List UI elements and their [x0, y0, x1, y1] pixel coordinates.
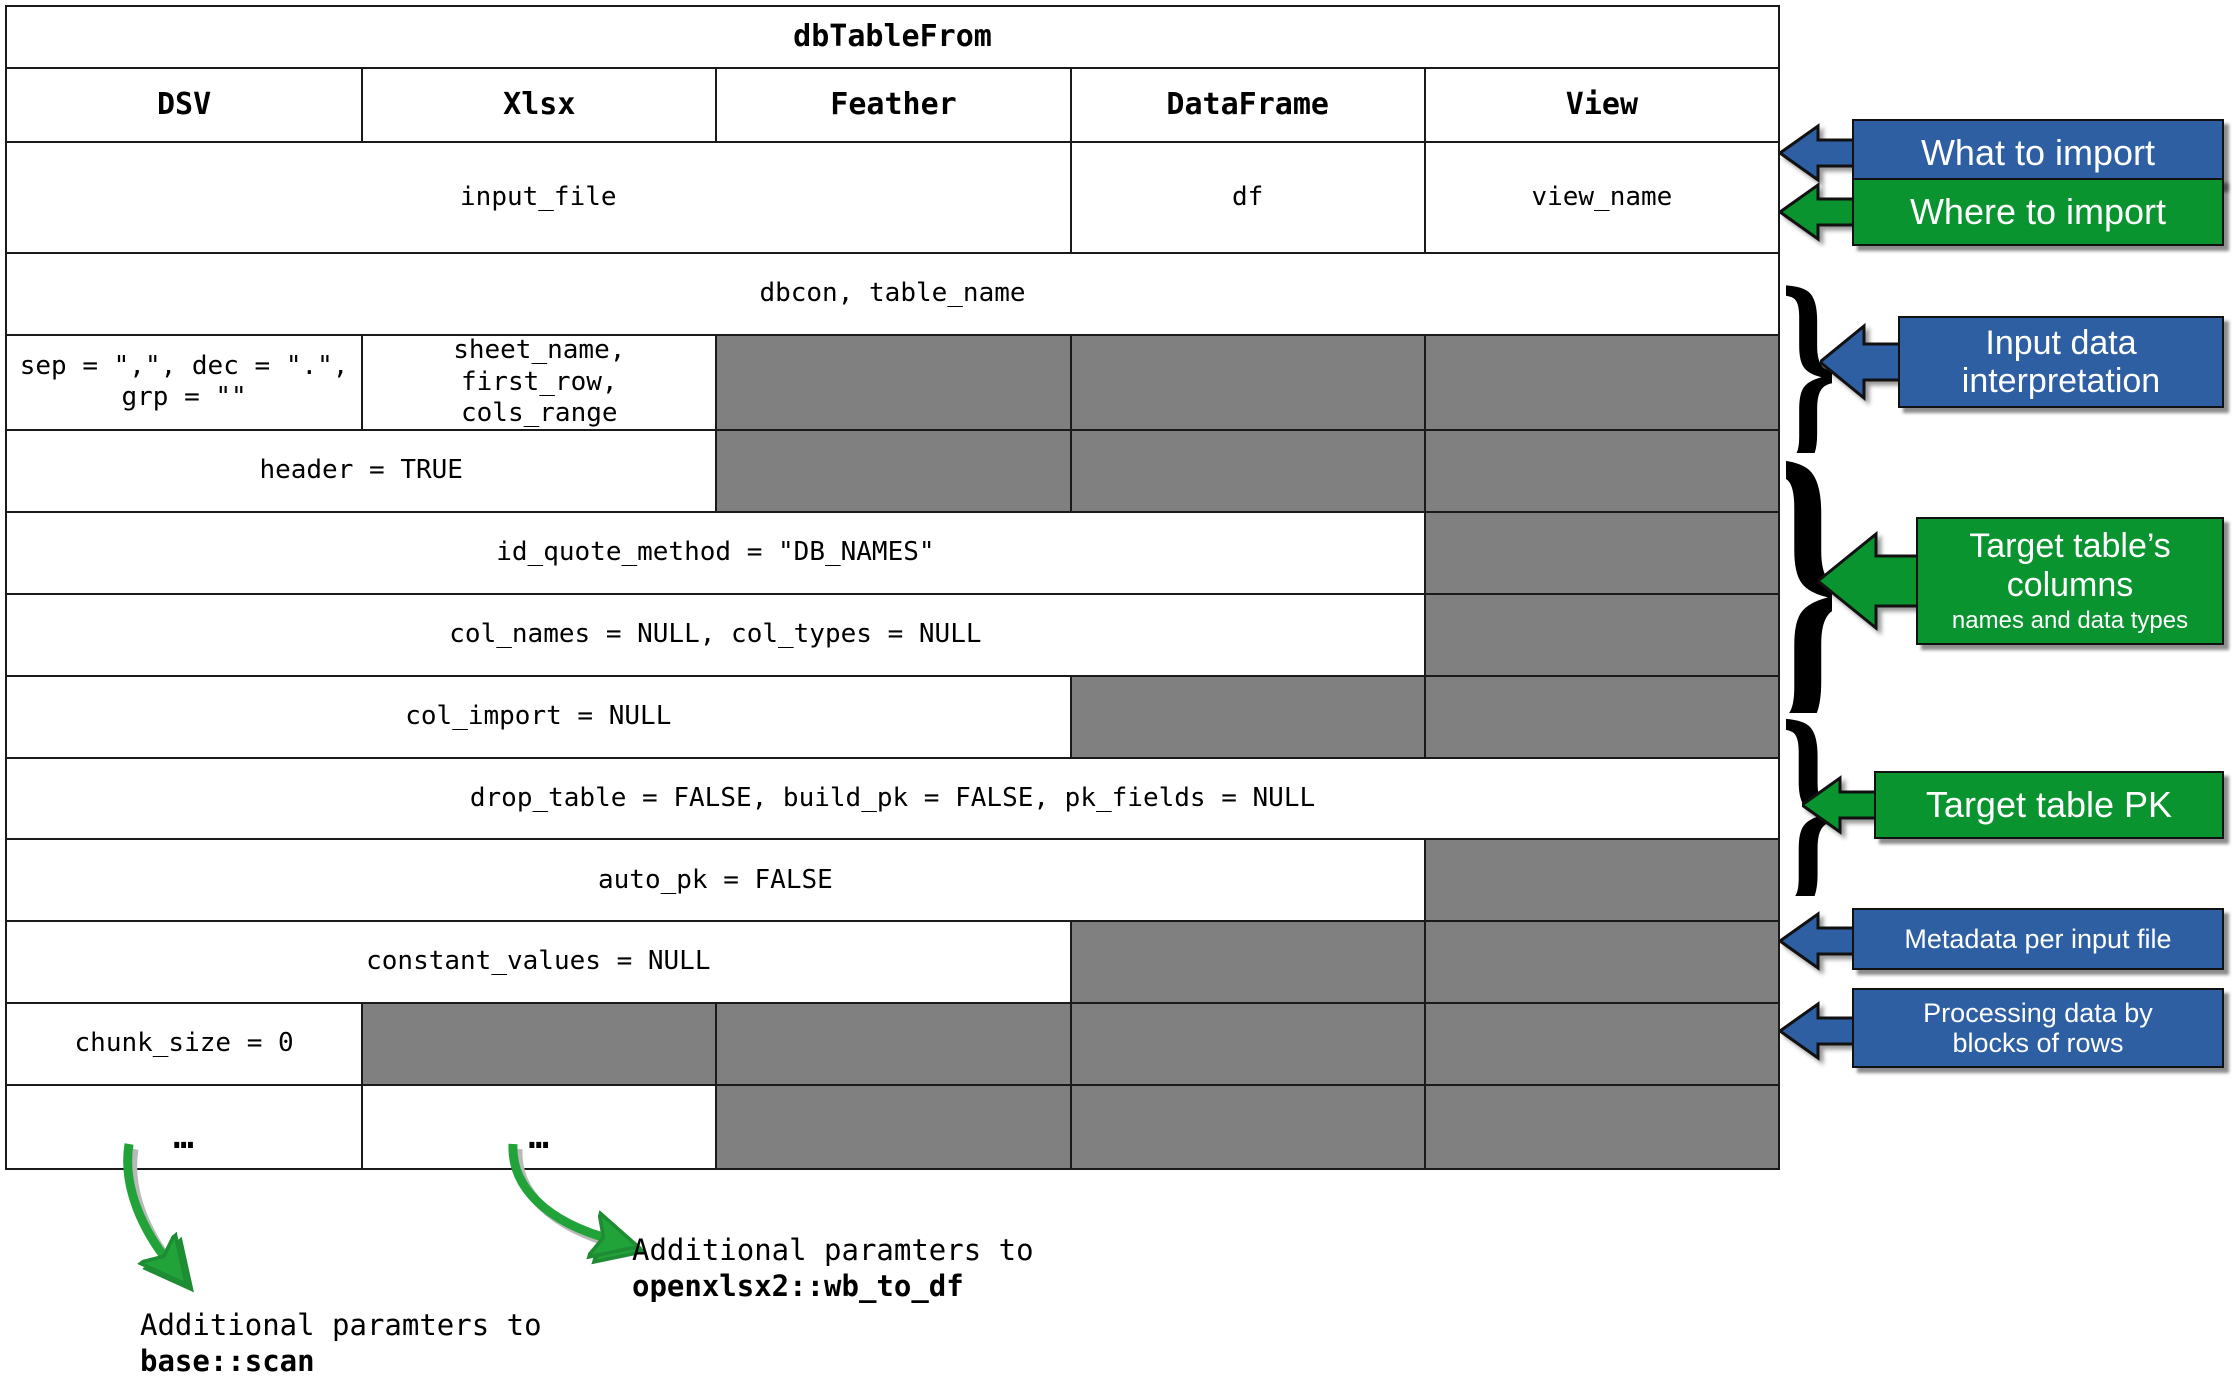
annotation-wb-to-df: Additional paramters to openxlsx2::wb_to… — [632, 1232, 1034, 1305]
cell-unavailable — [1069, 1086, 1424, 1168]
cell-unavailable — [1423, 512, 1778, 595]
arrow-what-to-import — [1780, 123, 1890, 183]
cell-header-option: header = TRUE — [7, 431, 716, 513]
cell-id-quote-method: id_quote_method = "DB_NAMES" — [7, 513, 1424, 595]
cell-unavailable — [1423, 594, 1778, 677]
column-header-feather: Feather — [715, 69, 1070, 144]
callout-target-table-columns[interactable]: Target table’s columns names and data ty… — [1916, 517, 2224, 645]
callout-target-table-pk[interactable]: Target table PK — [1874, 771, 2224, 839]
callout-processing-data-blocks[interactable]: Processing data by blocks of rows — [1852, 988, 2224, 1068]
cell-chunk-size: chunk_size = 0 — [7, 1004, 362, 1087]
callout-label-line1: Target table’s — [1969, 527, 2171, 566]
arrow-metadata-per-input-file — [1780, 911, 1890, 971]
cell-unavailable — [1069, 676, 1424, 759]
callout-label: Where to import — [1909, 190, 2167, 232]
cell-ellipsis: … — [173, 1116, 195, 1157]
callout-label-line2: blocks of rows — [1952, 1028, 2124, 1058]
callout-label-line2: interpretation — [1961, 362, 2161, 400]
cell-what-to-import: view_name — [1423, 143, 1778, 254]
cell-constant-values: constant_values = NULL — [7, 922, 1070, 1005]
callout-sublabel: names and data types — [1951, 606, 2189, 634]
cell-unavailable — [1423, 1004, 1778, 1087]
callout-label-line1: Input data — [1985, 323, 2137, 362]
cell-unavailable — [1423, 922, 1778, 1005]
arrow-target-table-columns — [1818, 530, 1930, 632]
table-row: col_names = NULL, col_types = NULL — [7, 594, 1778, 677]
cell-where-to-import: dbcon, table_name — [7, 254, 1778, 336]
cell-auto-pk: auto_pk = FALSE — [7, 840, 1424, 923]
table-row: chunk_size = 0 — [7, 1004, 1778, 1087]
cell-parse-options: sep = ",", dec = ".", grp = "" — [7, 336, 362, 431]
cell-unavailable — [1423, 676, 1778, 759]
table-row: constant_values = NULL — [7, 922, 1778, 1005]
callout-label: Target table PK — [1925, 783, 2173, 825]
table-row: id_quote_method = "DB_NAMES" — [7, 512, 1778, 595]
callout-input-data-interpretation[interactable]: Input data interpretation — [1898, 316, 2224, 408]
cell-unavailable — [1423, 1086, 1778, 1168]
table-row: col_import = NULL — [7, 676, 1778, 759]
cell-unavailable — [1069, 430, 1424, 513]
annotation-base-scan: Additional paramters to base::scan — [140, 1307, 542, 1380]
annotation-line1: Additional paramters to — [632, 1233, 1034, 1267]
callout-label-line2: columns — [2006, 565, 2134, 604]
table-row: sep = ",", dec = ".", grp = ""sheet_name… — [7, 335, 1778, 431]
column-header-dataframe: DataFrame — [1069, 69, 1424, 144]
table-row: drop_table = FALSE, build_pk = FALSE, pk… — [7, 759, 1778, 841]
cell-unavailable — [715, 1004, 1070, 1087]
cell-drop-build-pk: drop_table = FALSE, build_pk = FALSE, pk… — [7, 759, 1778, 841]
table-row: dbcon, table_name — [7, 254, 1778, 336]
column-header-xlsx: Xlsx — [361, 69, 716, 144]
cell-unavailable — [1069, 922, 1424, 1005]
cell-unavailable — [715, 430, 1070, 513]
table-row: auto_pk = FALSE — [7, 840, 1778, 923]
annotation-line1: Additional paramters to — [140, 1308, 542, 1342]
cell-unavailable — [715, 1086, 1070, 1168]
cell-unavailable — [1423, 335, 1778, 431]
callout-what-to-import[interactable]: What to import — [1852, 119, 2224, 187]
cell-unavailable — [715, 335, 1070, 431]
callout-where-to-import[interactable]: Where to import — [1852, 178, 2224, 246]
callout-metadata-per-input-file[interactable]: Metadata per input file — [1852, 908, 2224, 970]
cell-unavailable — [1423, 430, 1778, 513]
annotation-line2: base::scan — [140, 1344, 315, 1379]
curved-arrow-wb-to-df — [508, 1143, 685, 1270]
table-row: …… — [7, 1086, 1778, 1168]
callout-label-line1: Processing data by — [1923, 997, 2153, 1028]
cell-col-names-types: col_names = NULL, col_types = NULL — [7, 595, 1424, 677]
annotation-line2: openxlsx2::wb_to_df — [632, 1269, 964, 1304]
arrow-target-table-pk — [1802, 775, 1912, 835]
table-title: dbTableFrom — [7, 7, 1778, 70]
cell-unavailable — [1069, 335, 1424, 431]
arrow-where-to-import — [1780, 182, 1890, 242]
cell-parse-options: sheet_name, first_row, cols_range — [361, 335, 716, 431]
brace-input-data-interpretation: } — [1786, 285, 1832, 453]
cell-unavailable — [1069, 1004, 1424, 1087]
column-header-view: View — [1423, 69, 1778, 144]
cell-unavailable — [361, 1004, 716, 1087]
arrow-processing-data-blocks — [1780, 1001, 1890, 1061]
column-header-dsv: DSV — [7, 69, 362, 144]
table-row: header = TRUE — [7, 430, 1778, 513]
cell-col-import: col_import = NULL — [7, 677, 1070, 759]
callout-label: What to import — [1920, 131, 2156, 173]
cell-ellipsis: … — [361, 1086, 715, 1168]
cell-unavailable — [1423, 840, 1778, 923]
cell-what-to-import: df — [1069, 143, 1424, 254]
table-title-row: dbTableFrom — [7, 7, 1778, 70]
cell-what-to-import: input_file — [7, 143, 1070, 254]
callout-label: Metadata per input file — [1904, 923, 2172, 954]
curved-arrow-base-scan — [123, 1143, 280, 1300]
